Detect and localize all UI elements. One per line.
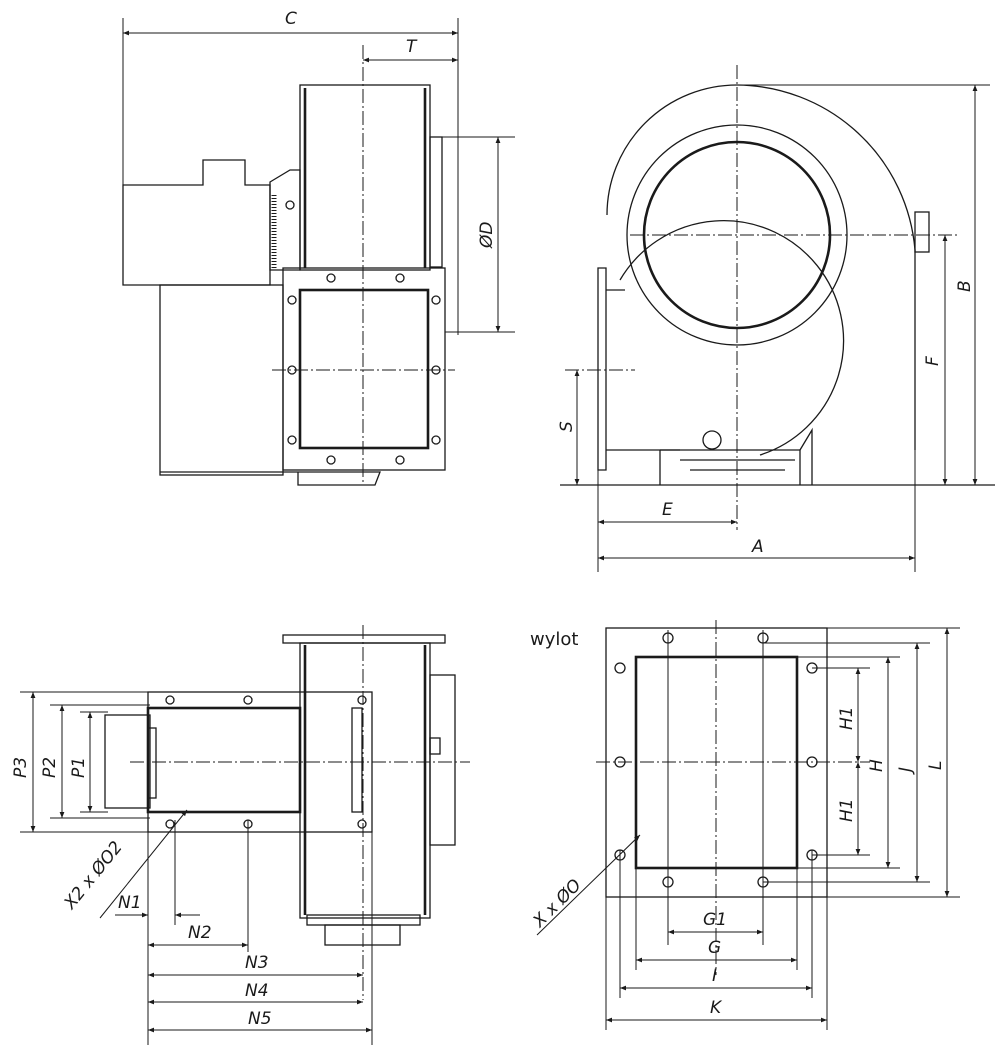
- dim-h1-bottom-label: H1: [837, 798, 857, 822]
- dim-n2-label: N2: [188, 923, 212, 943]
- dim-b-label: B: [955, 280, 975, 292]
- base: [159, 284, 284, 476]
- dim-c-label: C: [285, 9, 297, 29]
- dim-g-label: G: [708, 938, 721, 958]
- dim-n3-label: N3: [245, 953, 269, 973]
- side-view: C T ØD: [122, 9, 515, 486]
- dim-s-label: S: [557, 421, 577, 432]
- fan-housing: [299, 84, 431, 271]
- dim-n4-label: N4: [245, 981, 269, 1001]
- dim-e-label: E: [662, 500, 673, 520]
- outlet-holes-label: X x ØO: [529, 875, 586, 932]
- motor: [122, 159, 271, 286]
- dim-l-label: L: [926, 761, 946, 770]
- scroll-housing: [606, 84, 916, 450]
- dim-k-label: K: [710, 998, 723, 1018]
- outlet-view: wylot H1 H1 H J L G1 G I K X x ØO: [529, 620, 960, 1030]
- dim-d-label: ØD: [477, 222, 497, 249]
- dim-p3-label: P3: [11, 757, 31, 778]
- outlet-flange: [282, 267, 446, 471]
- dim-p2-label: P2: [40, 757, 60, 778]
- dim-n5-label: N5: [248, 1009, 272, 1029]
- top-holes-label: X2 x ØO2: [60, 838, 127, 914]
- dim-t-label: T: [406, 37, 418, 57]
- dim-a-label: A: [751, 537, 764, 557]
- top-view: P3 P2 P1 X2 x ØO2 N1 N2 N3 N4 N5: [11, 625, 470, 1045]
- dim-f-label: F: [923, 356, 943, 366]
- dim-j-label: J: [896, 767, 916, 775]
- outlet-title: wylot: [530, 629, 578, 650]
- dim-i-label: I: [712, 966, 717, 986]
- dim-p1-label: P1: [69, 757, 89, 778]
- dim-g1-label: G1: [703, 910, 727, 930]
- dim-h-label: H: [867, 759, 887, 772]
- front-view: B F S E A: [557, 65, 995, 572]
- dim-n1-label: N1: [118, 893, 142, 913]
- dim-h1-top-label: H1: [837, 706, 857, 730]
- fan-housing-top: [299, 642, 431, 919]
